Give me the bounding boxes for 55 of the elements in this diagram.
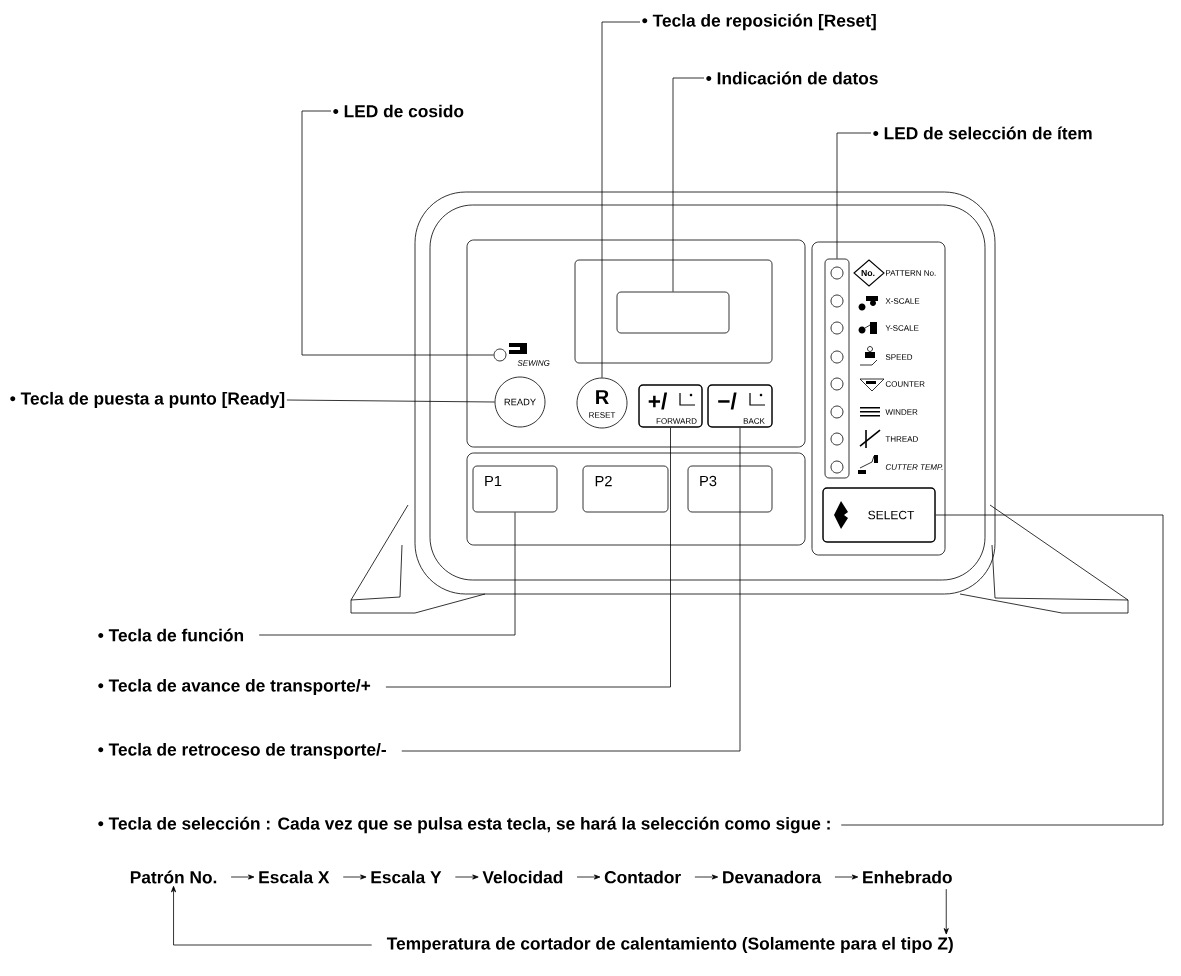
arrow (342, 874, 367, 880)
function-key: P3 (687, 465, 773, 513)
callout-text: • Tecla de selección : Cada vez que se pulsa esta tecla, se hará la selección como sigue : (98, 816, 830, 834)
panel-label: COUNTER (885, 381, 925, 387)
led-column (824, 258, 850, 479)
callout-text: • Tecla de retroceso de transporte/- (98, 742, 386, 760)
function-key: P1 (472, 465, 558, 513)
step-text: Escala Y (371, 870, 442, 884)
callout-text: • Tecla de función (98, 628, 243, 642)
leader-line (385, 427, 671, 688)
leader-line (401, 427, 741, 752)
callout-text: • LED de cosido (333, 104, 464, 118)
panel-label: WINDER (885, 409, 918, 415)
callout-text: • LED de selección de ítem (873, 126, 1092, 140)
indicator-led (493, 348, 507, 362)
arrow (576, 874, 601, 880)
step-text: Patrón No. (130, 870, 217, 884)
step-text: Enhebrado (863, 870, 952, 884)
leader-line (836, 132, 872, 259)
step-text: Temperatura de cortador de calentamiento (Solamente para el tipo Z) (386, 936, 953, 954)
step-text: Escala X (259, 870, 330, 884)
forward-key: +/ FORWARD (638, 384, 703, 428)
panel-label: THREAD (885, 436, 918, 442)
panel-label: Y-SCALE (885, 325, 919, 331)
panel-label: PATTERN No. (886, 270, 936, 276)
arrow (943, 888, 949, 935)
panel-label: SEWING (517, 360, 550, 366)
display-window (616, 291, 730, 334)
leader-line (286, 399, 495, 403)
callout-text: • Tecla de puesta a punto [Ready] (10, 391, 285, 409)
step-text: Devanadora (723, 870, 822, 884)
step-text: Velocidad (482, 870, 563, 884)
select-key: SELECT (822, 487, 936, 543)
leader-line (672, 77, 705, 292)
leader-line (601, 21, 641, 378)
callout-text: • Indicación de datos (706, 71, 878, 85)
function-key: P2 (582, 465, 669, 513)
panel-label: SPEED (885, 354, 913, 360)
panel-label: CUTTER TEMP. (885, 464, 943, 470)
step-text: Contador (604, 870, 681, 884)
panel-label: X-SCALE (885, 298, 920, 304)
callout-text: • Tecla de avance de transporte/+ (98, 678, 371, 696)
leader-line (258, 512, 516, 636)
arrow (171, 885, 373, 946)
reset-button: R RESET (576, 377, 628, 429)
arrow (454, 874, 479, 880)
leader-line (301, 110, 494, 356)
icon-label: No. (861, 270, 875, 277)
arrow (230, 874, 255, 880)
leader-line (840, 514, 1164, 826)
ready-button: READY (494, 376, 546, 428)
arrow (694, 874, 719, 880)
arrow (834, 874, 859, 880)
callout-text: • Tecla de reposición [Reset] (642, 13, 876, 31)
back-key: −/ BACK (707, 384, 773, 428)
